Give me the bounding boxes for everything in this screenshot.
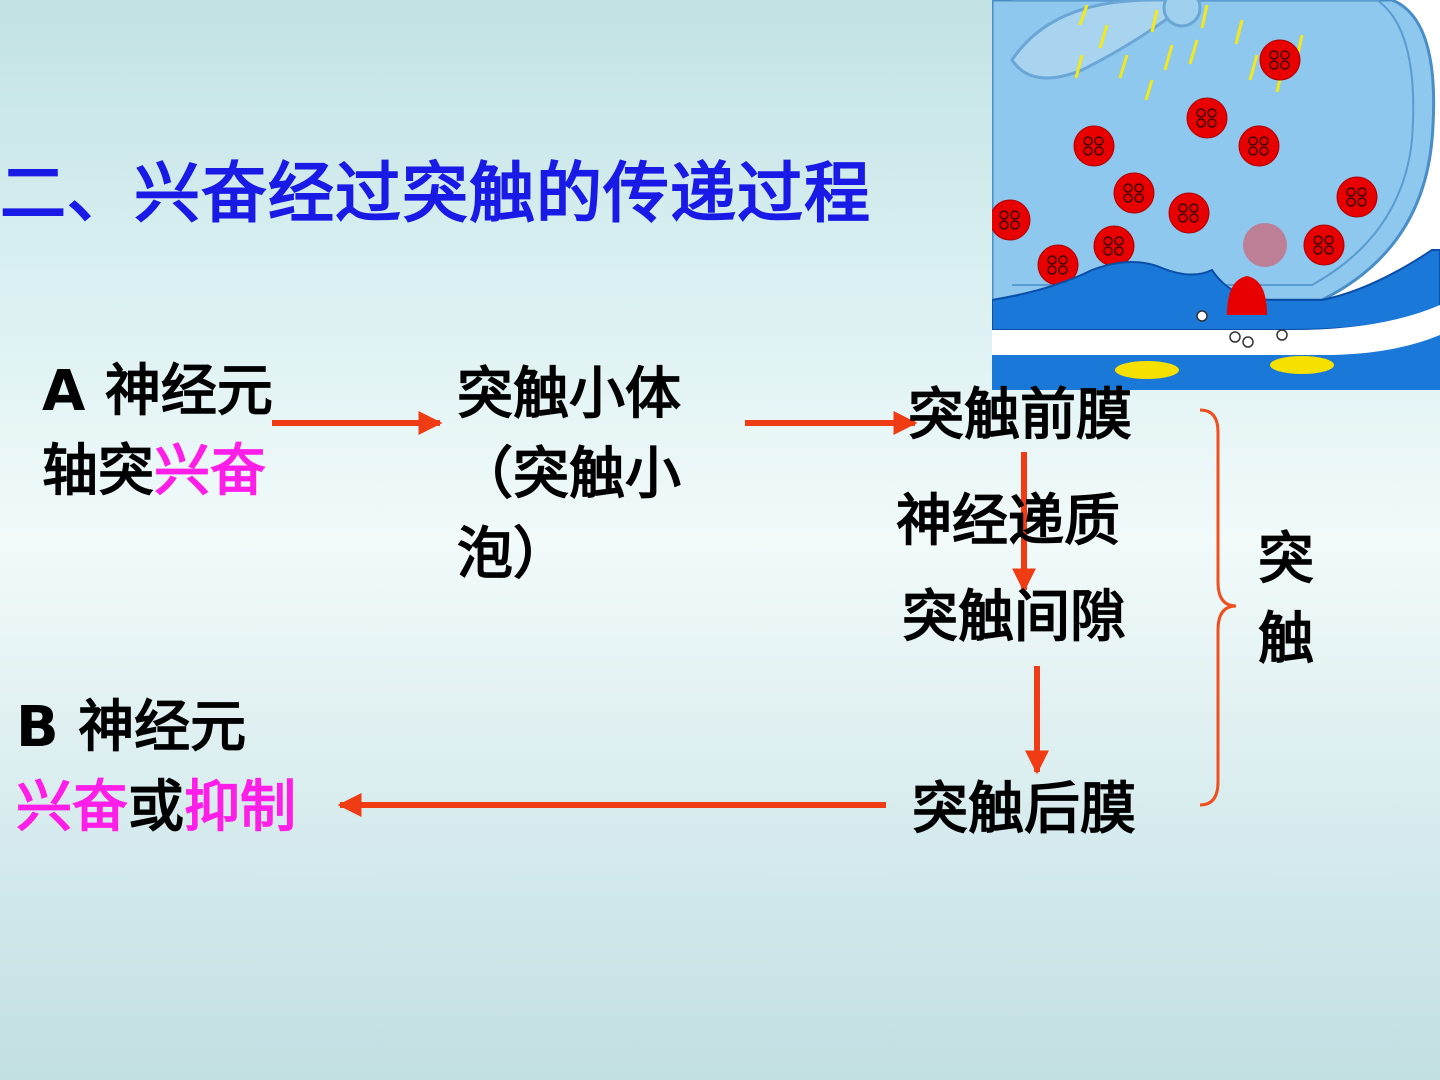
synapse-label-char1: 突 (1258, 527, 1314, 592)
neurotransmitter-label: 神经递质 (896, 489, 1120, 554)
neuron-b-response: 兴奋或抑制 (16, 768, 296, 848)
neuron-a-axon-excitation: 轴突兴奋 (42, 432, 273, 512)
presynaptic-membrane-label: 突触前膜 (908, 383, 1132, 448)
synapse-label: 突 触 (1258, 520, 1314, 680)
postsynaptic-membrane-label: 突触后膜 (912, 777, 1136, 842)
synapse-label-char2: 触 (1258, 607, 1314, 672)
synapse-illustration (992, 0, 1440, 390)
synapse-bracket (1199, 408, 1237, 807)
synaptic-knob-line3: 泡） (457, 522, 569, 587)
synaptic-knob-label: 突触小体 （突触小 泡） (457, 355, 681, 595)
axon-text: 轴突 (42, 439, 154, 504)
neuron-a-label: A 神经元 轴突兴奋 (42, 352, 273, 512)
slide-title: 二、兴奋经过突触的传递过程 (0, 155, 871, 232)
excitation-highlight-b: 兴奋 (16, 775, 128, 840)
neuron-b-label: B 神经元 兴奋或抑制 (16, 688, 296, 848)
neuron-b-title: B 神经元 (16, 695, 247, 760)
or-text: 或 (128, 775, 184, 840)
synaptic-cleft-label: 突触间隙 (902, 585, 1126, 650)
excitation-highlight: 兴奋 (154, 439, 266, 504)
neuron-a-title: A 神经元 (42, 359, 273, 424)
inhibition-highlight: 抑制 (184, 775, 296, 840)
synaptic-knob-line1: 突触小体 (457, 362, 681, 427)
synaptic-knob-line2: （突触小 (457, 442, 681, 507)
